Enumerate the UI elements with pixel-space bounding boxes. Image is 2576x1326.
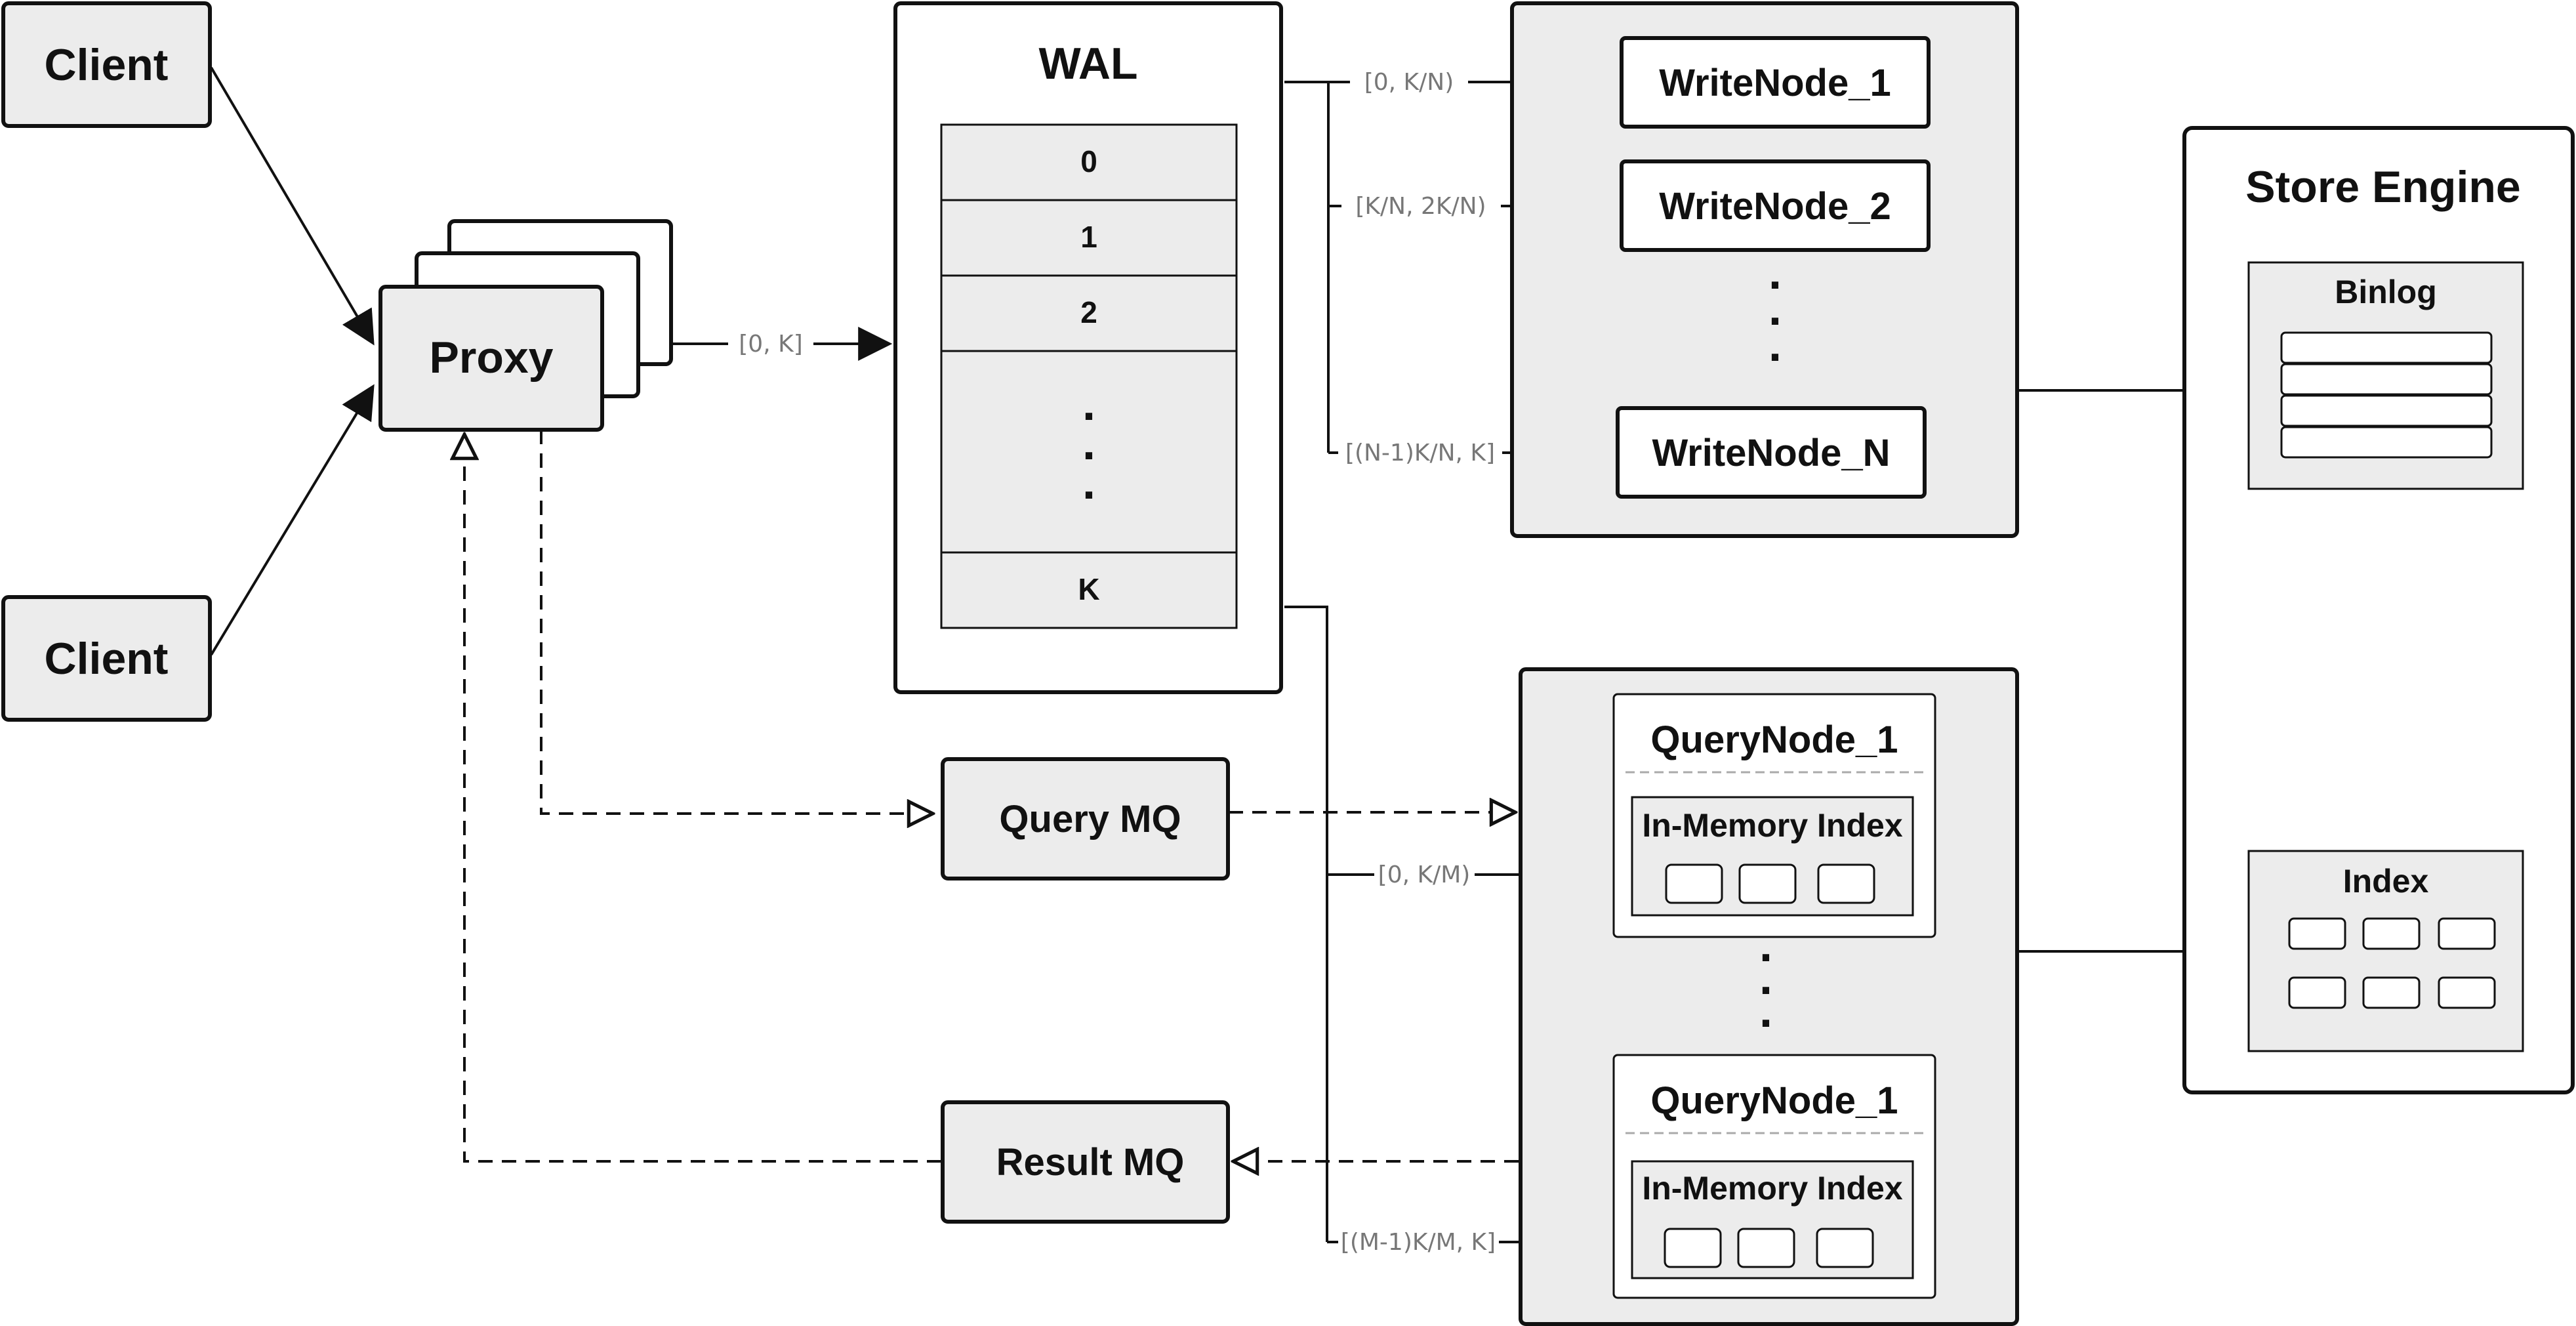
edge-proxy-querymq <box>540 430 933 814</box>
writenode-ellipsis-dot: . <box>1768 283 1782 335</box>
wal-cell-0 <box>940 123 1238 201</box>
inmemory-index-label-1: In-Memory Index <box>1642 807 1902 844</box>
edge-wal-querynodes <box>1284 606 1328 1242</box>
range-label-write-2: [K/N, 2K/N) <box>1355 193 1486 220</box>
edge-wal-writenodes <box>1284 81 1330 453</box>
client-label-1: Client <box>45 40 169 90</box>
querynode-group: QueryNode_1 In-Memory Index . . . QueryN… <box>1519 667 2019 1326</box>
binlog-row <box>2280 363 2493 396</box>
writenode-ellipsis-dot: . <box>1768 319 1782 371</box>
binlog-title: Binlog <box>2335 274 2437 310</box>
range-label-query-m: [(M-1)K/M, K] <box>1341 1229 1496 1256</box>
client-label-2: Client <box>45 634 169 684</box>
wal-cell-label-0: 0 <box>1080 144 1097 178</box>
writenode-1 <box>1620 36 1931 129</box>
index-cell <box>1816 1228 1874 1268</box>
index-cell <box>2362 976 2421 1009</box>
range-label-write-n: [(N-1)K/N, K] <box>1345 440 1495 466</box>
edge-client1-proxy <box>210 66 375 346</box>
querynode-ellipsis-dot: . <box>1759 985 1772 1037</box>
binlog-row <box>2280 331 2493 364</box>
query-mq-label: Query MQ <box>999 798 1181 840</box>
client-node-1: Client <box>1 1 212 128</box>
index-panel <box>2247 850 2524 1052</box>
querynode-2: QueryNode_1 In-Memory Index <box>1612 1054 1936 1299</box>
wal-cell-label-2: 2 <box>1080 295 1097 329</box>
index-cell <box>2438 917 2496 950</box>
index-cell <box>1817 863 1875 904</box>
result-mq-node: Result MQ <box>941 1100 1230 1224</box>
index-cell <box>1665 863 1723 904</box>
querynode-ellipsis-dot: . <box>1759 952 1772 1005</box>
wal-title: WAL <box>1038 39 1137 89</box>
range-label-proxy-wal: [0, K] <box>739 331 803 358</box>
writenode-n <box>1616 406 1927 499</box>
index-title: Index <box>2343 863 2429 900</box>
writenode-label-1: WriteNode_1 <box>1659 62 1891 104</box>
querynode-title-2: QueryNode_1 <box>1650 1079 1898 1122</box>
writenode-ellipsis-dot: . <box>1768 247 1782 299</box>
index-cell <box>1664 1228 1722 1268</box>
index-cell <box>2438 976 2496 1009</box>
store-engine-title: Store Engine <box>2245 162 2520 212</box>
wal-ellipsis-dot: . <box>1082 457 1095 509</box>
binlog-row <box>2280 426 2493 459</box>
wal-cell-label-k: K <box>1078 572 1099 606</box>
wal-ellipsis-dot: . <box>1082 378 1095 430</box>
wal-cell-1 <box>940 199 1238 277</box>
querynode-ellipsis-dot: . <box>1759 919 1772 972</box>
query-mq-node: Query MQ <box>941 757 1230 881</box>
writenode-label-2: WriteNode_2 <box>1659 185 1891 228</box>
wal-node: WAL 0 1 2 . . . K <box>893 1 1283 694</box>
querynode-title-1: QueryNode_1 <box>1650 718 1898 761</box>
writenode-group: WriteNode_1 WriteNode_2 . . . WriteNode_… <box>1510 1 2019 538</box>
index-cell <box>2288 917 2346 950</box>
wal-ellipsis-dot: . <box>1082 417 1095 470</box>
wal-cell-label-1: 1 <box>1080 220 1097 254</box>
range-label-query-1: [0, K/M) <box>1378 861 1471 888</box>
proxy-label: Proxy <box>430 333 554 383</box>
index-cell <box>1737 1228 1795 1268</box>
index-cell <box>2288 976 2346 1009</box>
client-node-2: Client <box>1 595 212 722</box>
result-mq-label: Result MQ <box>996 1141 1185 1184</box>
writenode-label-n: WriteNode_N <box>1652 432 1890 474</box>
querynode-1: QueryNode_1 In-Memory Index <box>1612 693 1936 938</box>
index-cell <box>2362 917 2421 950</box>
inmemory-index-label-2: In-Memory Index <box>1642 1170 1902 1207</box>
wal-cell-k <box>940 551 1238 629</box>
edge-resultmq-proxy <box>464 434 941 1163</box>
range-label-write-1: [0, K/N) <box>1364 69 1454 96</box>
store-engine-node: Store Engine Binlog Index <box>2182 126 2575 1094</box>
proxy-node: Proxy <box>378 219 673 432</box>
wal-cell-ellipsis <box>940 350 1238 554</box>
binlog-row <box>2280 394 2493 427</box>
edge-client2-proxy <box>210 384 375 656</box>
index-cell <box>1738 863 1797 904</box>
writenode-2 <box>1620 159 1931 252</box>
